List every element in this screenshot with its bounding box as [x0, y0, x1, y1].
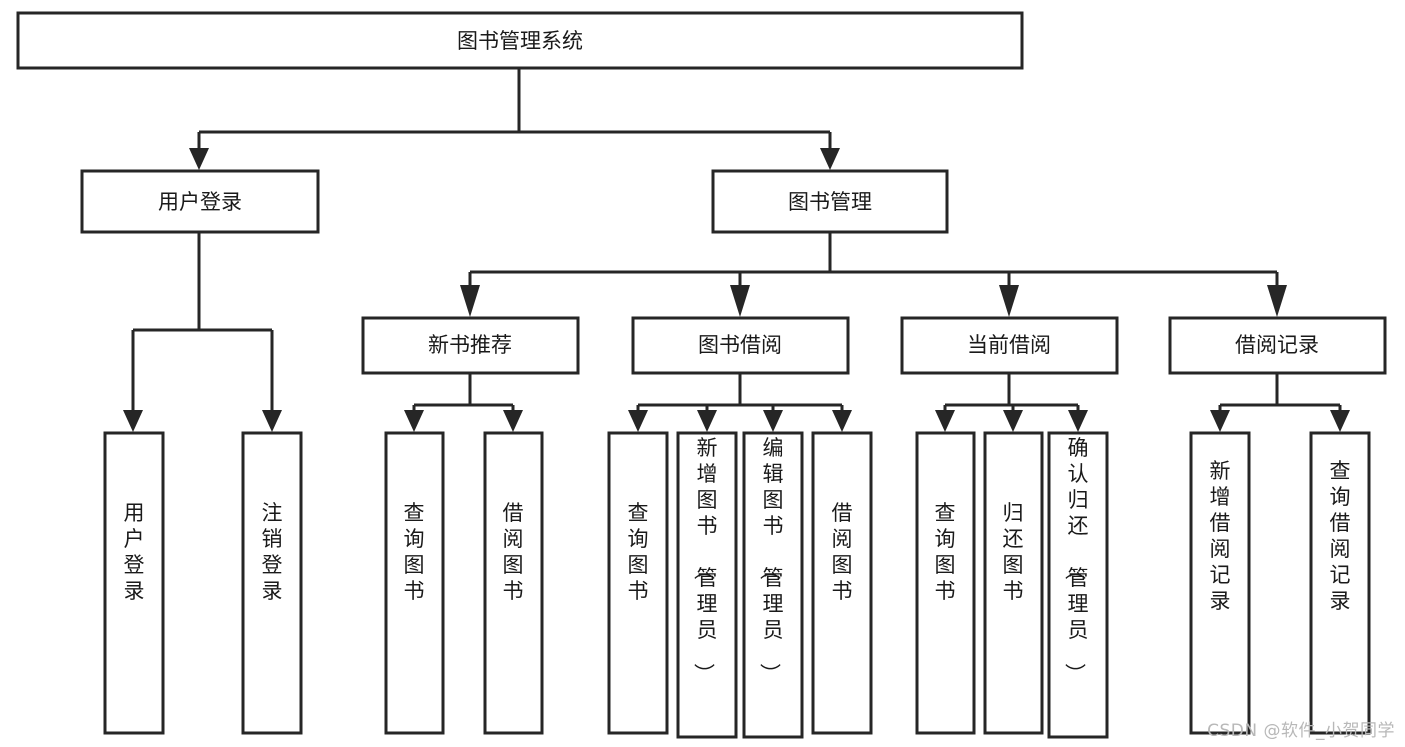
node-book-management-label: 图书管理 — [788, 190, 872, 214]
connector-book-borrow-bus — [636, 373, 844, 412]
arrow-to-leaf-logout — [262, 410, 282, 432]
arrow-to-leaf-add-record — [1210, 410, 1230, 432]
node-leaf-user-login[interactable]: 用户登录 — [103, 431, 165, 735]
node-leaf-query-book-2-label: 查询图书 — [628, 501, 649, 603]
node-user-login-label: 用户登录 — [158, 190, 242, 214]
node-leaf-query-book-3[interactable]: 查询图书 — [915, 431, 976, 735]
node-current-borrow-label: 当前借阅 — [967, 333, 1051, 357]
connector-current-borrow-bus — [943, 373, 1080, 412]
connector-book-management-bus — [468, 232, 1279, 285]
node-leaf-add-record[interactable]: 新增借阅记录 — [1189, 431, 1251, 735]
arrow-to-leaf-query-book-3 — [935, 410, 955, 432]
node-root-box[interactable] — [16, 11, 1024, 70]
node-new-book-recommend-box[interactable] — [361, 316, 580, 375]
connector-layer — [123, 68, 1350, 432]
arrow-to-leaf-user-login — [123, 410, 143, 432]
node-current-borrow[interactable]: 当前借阅 — [900, 316, 1119, 375]
node-leaf-query-book-1-label: 查询图书 — [404, 501, 425, 603]
node-leaf-borrow-book-1-label: 借阅图书 — [503, 501, 524, 603]
node-leaf-logout-box[interactable] — [241, 431, 303, 735]
node-new-book-recommend[interactable]: 新书推荐 — [361, 316, 580, 375]
node-leaf-add-book-label: 新增图书（管理员） — [692, 436, 718, 684]
node-book-borrow[interactable]: 图书借阅 — [631, 316, 850, 375]
arrow-to-leaf-borrow-book-1 — [503, 410, 523, 432]
node-leaf-query-record-box[interactable] — [1309, 431, 1371, 735]
arrow-to-book-management — [820, 148, 840, 170]
node-leaf-query-book-3-box[interactable] — [915, 431, 976, 735]
arrow-to-leaf-query-book-2 — [628, 410, 648, 432]
connector-root-bus — [197, 68, 832, 148]
arrow-to-leaf-borrow-book-2 — [832, 410, 852, 432]
node-leaf-confirm-return-label: 确认归还（管理员） — [1063, 436, 1089, 684]
arrow-to-current-borrow — [999, 285, 1019, 317]
node-leaf-borrow-book-2-label: 借阅图书 — [832, 501, 853, 603]
arrow-to-leaf-query-record — [1330, 410, 1350, 432]
node-leaf-logout-label: 注销登录 — [262, 501, 283, 603]
node-leaf-borrow-book-1-box[interactable] — [483, 431, 544, 735]
node-leaf-add-record-box[interactable] — [1189, 431, 1251, 735]
node-book-borrow-box[interactable] — [631, 316, 850, 375]
arrow-to-leaf-query-book-1 — [404, 410, 424, 432]
node-leaf-add-book-box[interactable] — [676, 431, 738, 739]
node-root-label: 图书管理系统 — [457, 29, 583, 53]
node-leaf-add-record-label: 新增借阅记录 — [1210, 459, 1231, 613]
node-current-borrow-box[interactable] — [900, 316, 1119, 375]
node-leaf-return-book[interactable]: 归还图书 — [983, 431, 1044, 735]
arrow-to-new-book-recommend — [460, 285, 480, 317]
node-book-management-box[interactable] — [711, 169, 949, 234]
node-leaf-borrow-book-2[interactable]: 借阅图书 — [811, 431, 873, 735]
node-leaf-user-login-box[interactable] — [103, 431, 165, 735]
node-leaf-confirm-return[interactable]: 确认归还（管理员） — [1047, 431, 1109, 739]
arrow-to-book-borrow — [730, 285, 750, 317]
node-user-login[interactable]: 用户登录 — [80, 169, 320, 234]
connector-borrow-record-bus — [1218, 373, 1342, 412]
node-user-login-box[interactable] — [80, 169, 320, 234]
node-new-book-recommend-label: 新书推荐 — [428, 333, 512, 357]
node-leaf-borrow-book-2-box[interactable] — [811, 431, 873, 735]
node-leaf-confirm-return-box[interactable] — [1047, 431, 1109, 739]
node-leaf-query-book-1[interactable]: 查询图书 — [384, 431, 445, 735]
node-leaf-edit-book-label: 编辑图书（管理员） — [758, 436, 784, 684]
node-borrow-record[interactable]: 借阅记录 — [1168, 316, 1387, 375]
node-leaf-query-record[interactable]: 查询借阅记录 — [1309, 431, 1371, 735]
node-leaf-return-book-box[interactable] — [983, 431, 1044, 735]
node-leaf-query-book-3-label: 查询图书 — [935, 501, 956, 603]
arrow-to-user-login — [189, 148, 209, 170]
node-leaf-edit-book-box[interactable] — [742, 431, 804, 739]
node-leaf-add-book[interactable]: 新增图书（管理员） — [676, 431, 738, 739]
node-leaf-edit-book[interactable]: 编辑图书（管理员） — [742, 431, 804, 739]
arrow-to-leaf-add-book — [697, 410, 717, 432]
node-leaf-borrow-book-1[interactable]: 借阅图书 — [483, 431, 544, 735]
node-leaf-query-book-2[interactable]: 查询图书 — [607, 431, 669, 735]
node-book-borrow-label: 图书借阅 — [698, 333, 782, 357]
node-leaf-return-book-label: 归还图书 — [1003, 501, 1024, 603]
node-borrow-record-label: 借阅记录 — [1235, 333, 1319, 357]
arrow-to-leaf-return-book — [1003, 410, 1023, 432]
node-leaf-query-book-1-box[interactable] — [384, 431, 445, 735]
node-book-management[interactable]: 图书管理 — [711, 169, 949, 234]
node-leaf-user-login-label: 用户登录 — [124, 501, 145, 603]
node-leaf-query-record-label: 查询借阅记录 — [1330, 459, 1351, 613]
node-root[interactable]: 图书管理系统 — [16, 11, 1024, 70]
arrow-to-leaf-confirm-return — [1068, 410, 1088, 432]
connector-new-book-recommend-bus — [412, 373, 515, 412]
node-leaf-query-book-2-box[interactable] — [607, 431, 669, 735]
arrow-to-borrow-record — [1267, 285, 1287, 317]
arrow-to-leaf-edit-book — [763, 410, 783, 432]
connector-user-login-bus — [131, 232, 274, 410]
node-borrow-record-box[interactable] — [1168, 316, 1387, 375]
node-leaf-logout[interactable]: 注销登录 — [241, 431, 303, 735]
